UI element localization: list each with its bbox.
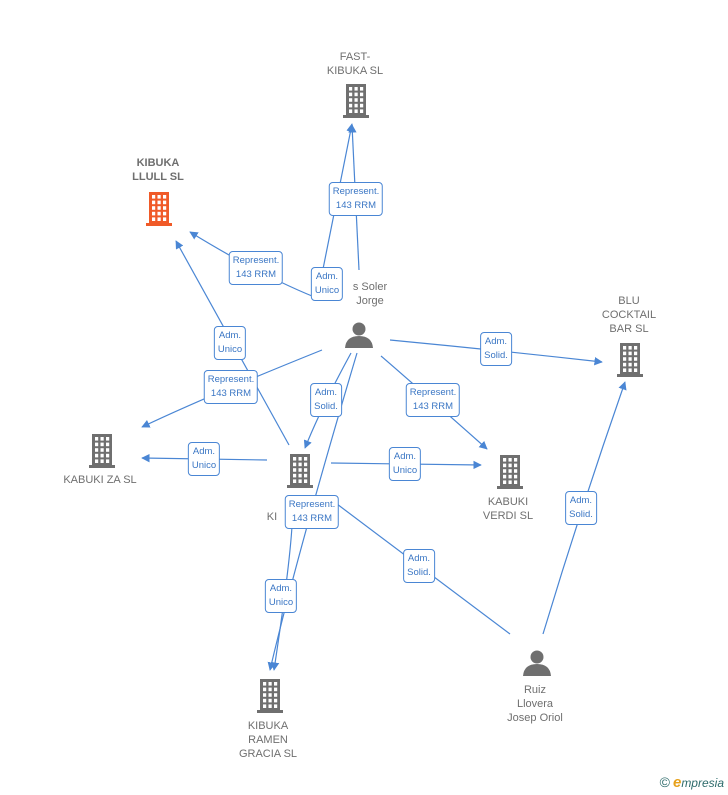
building-icon[interactable] xyxy=(146,192,172,226)
edge-label[interactable]: Adm. Solid. xyxy=(403,549,435,583)
edge-label[interactable]: Adm. Solid. xyxy=(310,383,342,417)
node-label-verdi[interactable]: KABUKI VERDI SL xyxy=(482,496,534,522)
edge-label[interactable]: Represent. 143 RRM xyxy=(284,495,340,529)
edge-label[interactable]: Adm. Unico xyxy=(388,447,422,481)
building-icon[interactable] xyxy=(617,343,643,377)
building-icon[interactable] xyxy=(497,455,523,489)
edge-label[interactable]: Adm. Unico xyxy=(187,442,221,476)
node-label-blu[interactable]: BLU COCKTAIL BAR SL xyxy=(601,295,657,335)
building-icon[interactable] xyxy=(343,84,369,118)
copyright-symbol: © xyxy=(659,774,670,790)
edge-label[interactable]: Adm. Unico xyxy=(213,326,247,360)
person-icon[interactable] xyxy=(523,650,551,677)
edge-label[interactable]: Adm. Unico xyxy=(264,579,298,613)
nodes-layer xyxy=(89,84,643,713)
brand-watermark[interactable]: ©empresia xyxy=(660,774,724,791)
edge-label[interactable]: Adm. Solid. xyxy=(565,491,597,525)
edge-label[interactable]: Represent. 143 RRM xyxy=(405,383,461,417)
edge-label[interactable]: Represent. 143 RRM xyxy=(328,182,384,216)
building-icon[interactable] xyxy=(257,679,283,713)
person-icon[interactable] xyxy=(345,322,373,349)
building-icon[interactable] xyxy=(89,434,115,468)
node-label-center[interactable]: KI xyxy=(266,511,278,523)
building-icon[interactable] xyxy=(287,454,313,488)
edge-label[interactable]: Represent. 143 RRM xyxy=(228,251,284,285)
edge-line xyxy=(267,352,358,671)
edge-label[interactable]: Adm. Unico xyxy=(310,267,344,301)
edge-label[interactable]: Adm. Solid. xyxy=(480,332,512,366)
node-label-ramen[interactable]: KIBUKA RAMEN GRACIA SL xyxy=(238,720,298,760)
brand-logo-e: e xyxy=(672,774,682,791)
node-label-za[interactable]: KABUKI ZA SL xyxy=(63,474,137,486)
node-label-ruiz[interactable]: Ruiz Llovera Josep Oriol xyxy=(507,684,563,724)
node-label-jorge[interactable]: s Soler Jorge xyxy=(352,281,388,307)
brand-logo-text: mpresia xyxy=(681,776,724,790)
node-label-llull[interactable]: KIBUKA LLULL SL xyxy=(132,157,184,183)
node-label-fast[interactable]: FAST- KIBUKA SL xyxy=(326,51,384,77)
edge-label[interactable]: Represent. 143 RRM xyxy=(203,370,259,404)
